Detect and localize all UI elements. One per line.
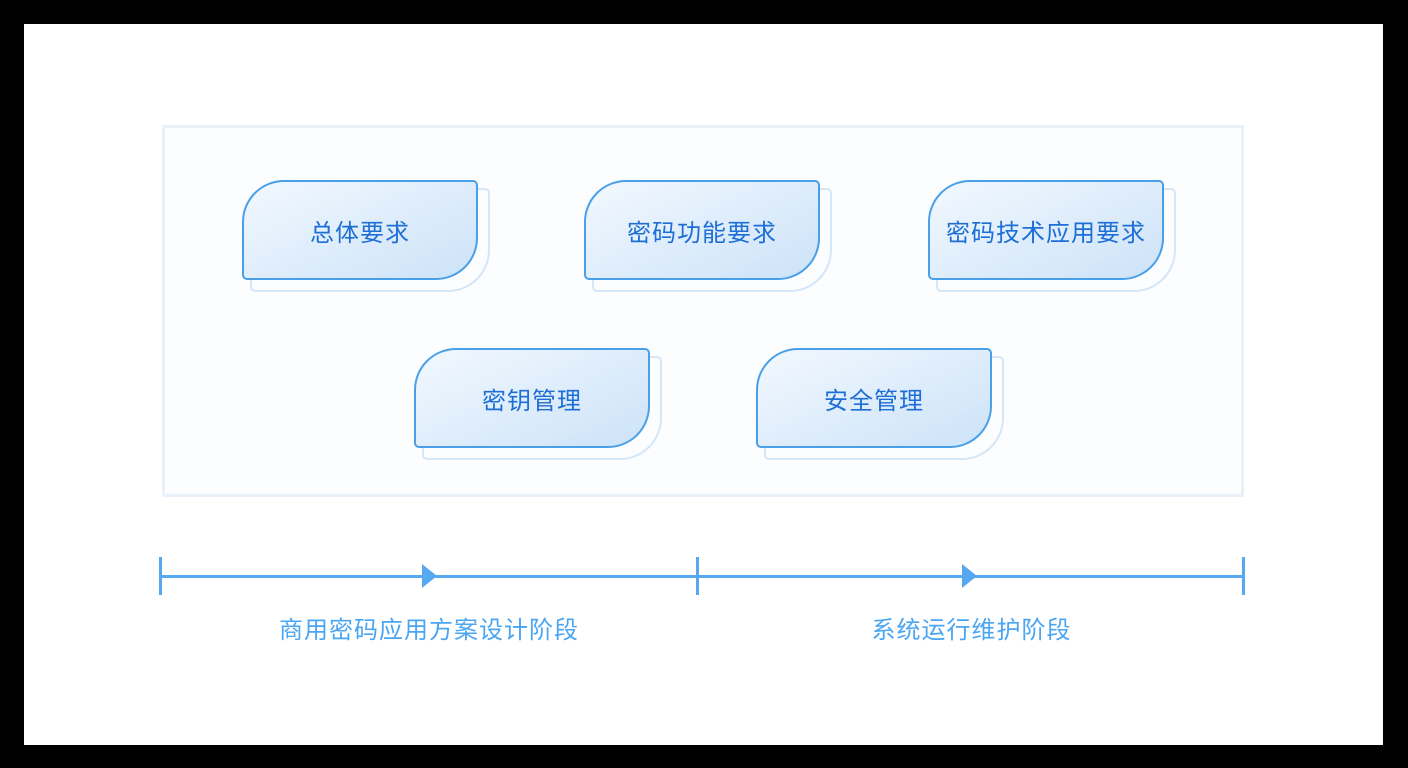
node-label: 安全管理 [824, 387, 924, 415]
timeline-tick-start [159, 557, 162, 595]
node-label: 密钥管理 [482, 387, 582, 415]
node-key-management: 密钥管理 [414, 348, 662, 460]
node-shape: 总体要求 [242, 180, 478, 280]
letterbox-right [1383, 24, 1408, 745]
letterbox-top [0, 0, 1408, 24]
node-shape: 密码技术应用要求 [928, 180, 1164, 280]
node-shape: 安全管理 [756, 348, 992, 448]
letterbox-left [0, 24, 24, 745]
node-crypto-technology-application-requirements: 密码技术应用要求 [928, 180, 1176, 292]
letterbox-bottom [0, 745, 1408, 768]
arrow-right-icon [422, 564, 437, 588]
timeline-tick-end [1242, 557, 1245, 595]
node-label: 密码功能要求 [627, 219, 777, 247]
phase-label-operation-maintenance-stage: 系统运行维护阶段 [871, 617, 1072, 644]
node-security-management: 安全管理 [756, 348, 1004, 460]
node-shape: 密钥管理 [414, 348, 650, 448]
node-crypto-function-requirements: 密码功能要求 [584, 180, 832, 292]
timeline-tick-middle [696, 557, 699, 595]
node-shape: 密码功能要求 [584, 180, 820, 280]
phase-label-design-stage: 商用密码应用方案设计阶段 [279, 617, 579, 644]
node-overall-requirements: 总体要求 [242, 180, 490, 292]
timeline-line [160, 575, 1245, 578]
arrow-right-icon [962, 564, 977, 588]
node-label: 密码技术应用要求 [946, 219, 1146, 247]
node-label: 总体要求 [310, 219, 410, 247]
